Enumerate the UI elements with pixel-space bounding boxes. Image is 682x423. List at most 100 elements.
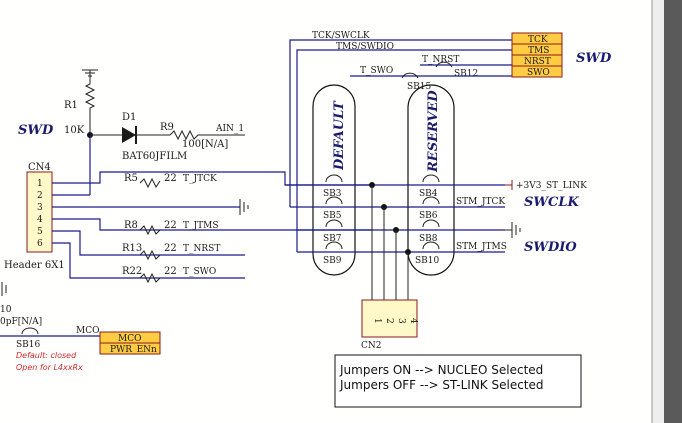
sb9-label: SB9	[323, 256, 342, 266]
wire-tck	[289, 39, 512, 207]
wire-pin4	[52, 218, 372, 231]
r1-resistor	[84, 80, 96, 135]
cn2-ref: CN2	[361, 341, 382, 351]
net-nrst: T_NRST	[422, 55, 459, 65]
swd-connector-box	[511, 32, 563, 78]
r5-resistor	[139, 177, 161, 189]
r13-net: T_NRST	[183, 244, 220, 254]
r8-net: T_JTMS	[183, 221, 219, 231]
cn4-header	[26, 171, 53, 253]
cap-value: 0pF[N/A]	[0, 317, 42, 327]
sb10-bridge	[422, 241, 440, 250]
sb8-label: SB8	[419, 234, 438, 244]
net-tck: TCK/SWCLK	[312, 31, 370, 41]
r22-resistor	[139, 272, 161, 284]
ground-symbol-mid	[239, 199, 249, 215]
d1-ref: D1	[122, 112, 136, 123]
r1-value: 10K	[64, 125, 85, 136]
swd-pin-tck: TCK	[528, 35, 548, 45]
swd-pin-nrst: NRST	[524, 57, 551, 67]
pwr-en-pin: PWR_ENn	[110, 345, 157, 355]
sb7-bridge	[325, 219, 343, 228]
cn2-pin-3: 3	[396, 318, 406, 324]
r22-value: 22	[164, 266, 177, 277]
sb3-label: SB3	[323, 189, 342, 199]
swclk-label: SWCLK	[524, 195, 579, 210]
cn4-type: Header 6X1	[4, 260, 65, 271]
r9-ref: R9	[160, 122, 174, 133]
r9-resistor	[169, 129, 245, 141]
r8-value: 22	[164, 220, 177, 231]
mco-connector-box	[99, 331, 161, 355]
r13-resistor	[139, 249, 161, 261]
sb6-label: SB6	[419, 211, 438, 221]
swd-left-label: SWD	[18, 123, 54, 138]
sb9-bridge	[325, 241, 343, 250]
cap-ref: 10	[0, 305, 12, 315]
r22-net: T_SWO	[183, 267, 216, 277]
r8-resistor	[139, 224, 161, 236]
cn2-pin-2: 2	[384, 318, 394, 324]
cn4-ref: CN4	[28, 162, 51, 173]
ain-net: AIN_1	[215, 124, 244, 134]
mco-pin: MCO	[118, 334, 141, 344]
r5-net: T_JTCK	[183, 174, 217, 184]
sb16-note-open: Open for L4xxRx	[16, 363, 83, 372]
power-net: +3V3_ST_LINK	[516, 181, 587, 191]
r1-ref: R1	[64, 100, 78, 111]
sb12-bridge	[435, 61, 453, 68]
r9-value: 100[N/A]	[182, 139, 228, 150]
r13-ref: R13	[122, 243, 142, 254]
sb16-bridge	[21, 327, 39, 335]
net-stm-jtck: STM_JTCK	[456, 197, 505, 207]
r13-value: 22	[164, 243, 177, 254]
wire-pin5	[52, 230, 245, 256]
ground-symbol-right	[505, 222, 521, 238]
cn4-pin-5: 5	[37, 227, 43, 237]
mco-net: MCO	[76, 326, 99, 336]
reserved-label: RESERVED	[426, 90, 441, 173]
d1-part: BAT60JFILM	[122, 151, 187, 162]
sb12-label: SB12	[454, 69, 478, 79]
sb3-bridge	[325, 174, 343, 183]
sb15-bridge	[401, 72, 419, 79]
sb6-bridge	[422, 196, 440, 205]
cn2-connector	[361, 299, 418, 338]
jumper-note-box	[334, 354, 582, 408]
net-swo: T_SWO	[360, 66, 393, 76]
sb16-label: SB16	[16, 340, 41, 350]
net-tms: TMS/SWDIO	[336, 42, 394, 52]
cn4-pin-1: 1	[37, 179, 43, 189]
cn4-pin-3: 3	[37, 203, 43, 213]
cn4-pin-6: 6	[37, 239, 43, 249]
cn4-pin-4: 4	[37, 215, 43, 225]
default-capsule	[312, 84, 356, 276]
r5-ref: R5	[124, 173, 138, 184]
sb4-bridge	[422, 174, 440, 183]
sb5-label: SB5	[323, 211, 342, 221]
swdio-label: SWDIO	[524, 240, 577, 255]
ground-symbol-top	[82, 69, 98, 80]
sb16-note-default: Default: closed	[16, 351, 77, 360]
swd-right-label: SWD	[576, 51, 612, 66]
r5-value: 22	[164, 173, 177, 184]
jumper-note-off: Jumpers OFF --> ST-LINK Selected	[339, 378, 544, 392]
scrollbar-track[interactable]	[664, 0, 682, 423]
default-label: DEFAULT	[332, 100, 347, 171]
r8-ref: R8	[124, 220, 138, 231]
sb7-label: SB7	[323, 234, 342, 244]
swd-pin-tms: TMS	[528, 46, 549, 56]
cn2-pin-1: 1	[372, 318, 382, 324]
r22-ref: R22	[122, 266, 142, 277]
sb10-label: SB10	[415, 256, 440, 266]
swd-pin-swo: SWO	[527, 68, 550, 78]
wire-pin6	[52, 242, 245, 279]
net-stm-jtms: STM_JTMS	[456, 242, 507, 252]
scrollbar-margin	[652, 0, 664, 423]
sb15-label: SB15	[407, 82, 432, 92]
reserved-capsule	[407, 84, 455, 276]
cn2-pin-4: 4	[408, 318, 418, 324]
d1-diode	[122, 127, 136, 143]
